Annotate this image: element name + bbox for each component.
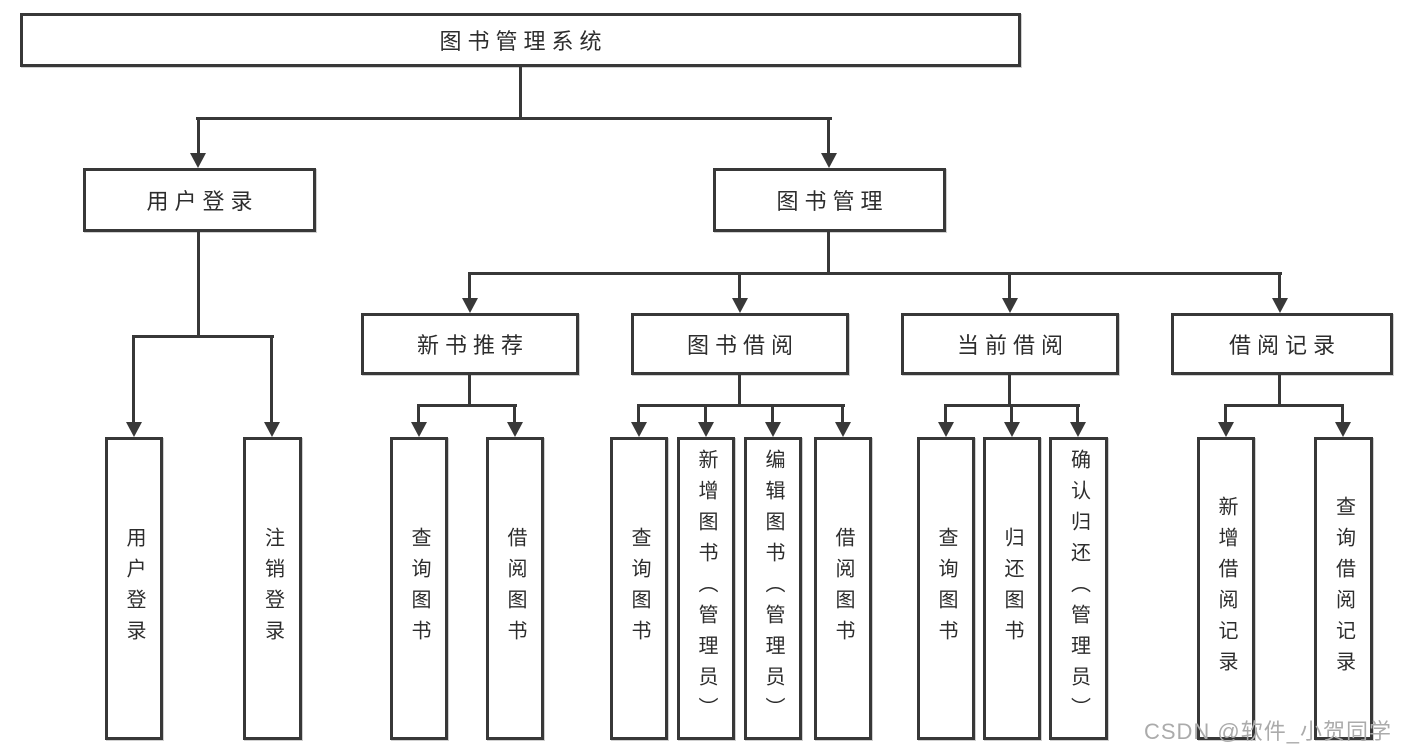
node-label: 借阅图书 [504,526,526,651]
arrowhead-book-borrowing [732,298,748,313]
connector-stub-book-borrowing [738,272,741,301]
connector-stub-B3 [771,404,774,426]
node-library-management-system: 图书管理系统 [20,13,1021,67]
node-borrow-books-recommend: 借阅图书 [486,437,544,740]
node-label: 新书推荐 [416,333,529,358]
connector-groupD-trunk [1278,373,1281,407]
node-label: 查询图书 [408,526,430,651]
connector-stub-current-borrowing [1008,272,1011,301]
node-new-book-recommendation: 新书推荐 [361,313,579,375]
arrowhead-new-book [462,298,478,313]
arrowhead-B3 [765,422,781,437]
connector-stub-D2 [1341,404,1344,426]
connector-stub-D1 [1224,404,1227,426]
connector-groupD-rail [1224,404,1344,407]
connector-stub-A1 [417,404,420,426]
node-add-books-admin: 新增图书（管理员） [677,437,735,740]
connector-book-management-trunk [827,229,830,275]
node-label: 查询借阅记录 [1332,495,1355,682]
connector-groupB-trunk [738,373,741,407]
connector-stub-B2 [704,404,707,426]
arrowhead-user-login-leaf [126,422,142,437]
connector-stub-C2 [1010,404,1013,426]
connector-user-login-trunk [197,229,200,338]
node-label: 确认归还（管理员） [1067,449,1090,728]
arrowhead-B4 [835,422,851,437]
connector-stub-new-book [468,272,471,301]
node-user-login: 用户登录 [83,168,316,232]
node-book-management: 图书管理 [713,168,946,232]
node-label: 归还图书 [1001,526,1023,651]
node-label: 图书管理系统 [439,29,608,54]
node-label: 借阅记录 [1228,333,1341,358]
arrowhead-user-login [190,153,206,168]
connector-groupC-trunk [1008,373,1011,407]
connector-stub-user-login-leaf [132,335,135,423]
arrowhead-D1 [1218,422,1234,437]
arrowhead-C2 [1004,422,1020,437]
connector-stub-A2 [513,404,516,426]
connector-user-login-rail [132,335,274,338]
node-label: 新增图书（管理员） [695,449,717,728]
node-query-books-borrowing: 查询图书 [610,437,668,740]
connector-stub-C3 [1076,404,1079,426]
node-borrow-books-borrowing: 借阅图书 [814,437,872,740]
node-label: 图书管理 [776,189,889,214]
node-confirm-return-admin: 确认归还（管理员） [1049,437,1108,740]
node-label: 新增借阅记录 [1215,495,1237,682]
arrowhead-B1 [631,422,647,437]
node-label: 用户登录 [123,526,145,651]
arrowhead-A2 [507,422,523,437]
watermark: CSDN @软件_小贺同学 [1143,719,1392,744]
connector-stub-book-management [827,117,830,157]
arrowhead-current-borrowing [1002,298,1018,313]
node-add-borrow-record: 新增借阅记录 [1197,437,1255,740]
connector-groupB-rail [637,404,845,407]
node-borrowing-records: 借阅记录 [1171,313,1393,375]
node-query-borrow-record: 查询借阅记录 [1314,437,1373,740]
node-label: 用户登录 [146,189,259,214]
node-label: 借阅图书 [832,526,854,651]
connector-groupA-rail [417,404,517,407]
arrowhead-C3 [1070,422,1086,437]
connector-level2-rail [468,272,1282,275]
connector-stub-C1 [944,404,947,426]
node-current-borrowing: 当前借阅 [901,313,1119,375]
node-logout-login: 注销登录 [243,437,302,740]
connector-stub-B4 [841,404,844,426]
node-label: 查询图书 [628,526,650,651]
arrowhead-D2 [1335,422,1351,437]
arrowhead-C1 [938,422,954,437]
arrowhead-B2 [698,422,714,437]
connector-level1-rail [196,117,832,120]
arrowhead-borrowing-records [1272,298,1288,313]
arrowhead-A1 [411,422,427,437]
node-query-books-current: 查询图书 [917,437,975,740]
connector-stub-logout [270,335,273,423]
arrowhead-logout [264,422,280,437]
node-label: 图书借阅 [686,333,799,358]
connector-groupA-trunk [468,373,471,407]
arrowhead-book-management [821,153,837,168]
node-label: 编辑图书（管理员） [762,449,784,728]
connector-stub-borrowing-records [1278,272,1281,301]
node-label: 注销登录 [261,526,284,651]
node-label: 当前借阅 [956,333,1069,358]
node-label: 查询图书 [935,526,957,651]
node-book-borrowing: 图书借阅 [631,313,849,375]
node-user-login-leaf: 用户登录 [105,437,163,740]
node-edit-books-admin: 编辑图书（管理员） [744,437,802,740]
connector-root-trunk [519,67,522,118]
connector-stub-B1 [637,404,640,426]
node-query-books-recommend: 查询图书 [390,437,448,740]
node-return-books: 归还图书 [983,437,1041,740]
connector-stub-user-login [197,117,200,157]
